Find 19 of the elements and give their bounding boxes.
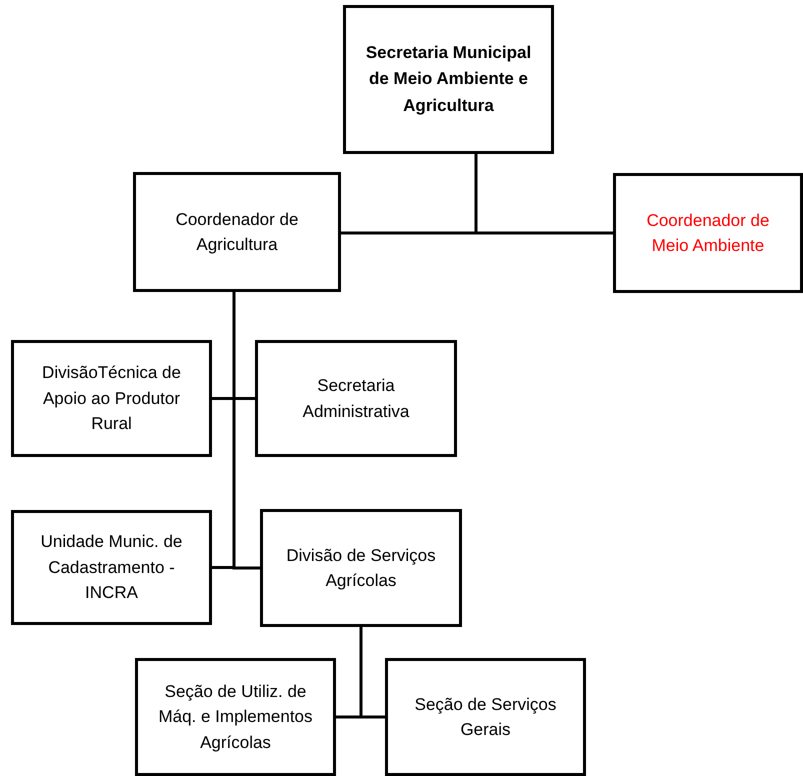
org-box xyxy=(133,172,341,292)
box-label: Coordenador de Agricultura xyxy=(174,208,300,256)
org-box xyxy=(260,509,462,627)
org-box xyxy=(135,658,336,776)
box-label: DivisãoTécnica de Apoio ao Produtor Rural xyxy=(41,362,182,436)
org-box xyxy=(343,5,554,154)
box-label: Unidade Munic. de Cadastramento - INCRA xyxy=(40,531,184,604)
box-label: Coordenador de Meio Ambiente xyxy=(646,210,770,257)
org-box xyxy=(613,173,803,293)
org-box xyxy=(11,340,212,457)
connector-line xyxy=(360,627,385,718)
org-box xyxy=(11,510,212,625)
box-label: Seção de Serviços Gerais xyxy=(414,694,558,741)
org-box xyxy=(385,658,586,776)
box-label: Divisão de Serviços Agrícolas xyxy=(285,544,437,592)
box-label: Secretaria Administrativa xyxy=(302,375,410,422)
box-label: Seção de Utiliz. de Máq. e Implementos Agrícolas xyxy=(157,680,314,754)
box-label: Secretaria Municipal de Meio Ambiente e Agricultura xyxy=(364,42,532,117)
org-box xyxy=(255,340,457,457)
